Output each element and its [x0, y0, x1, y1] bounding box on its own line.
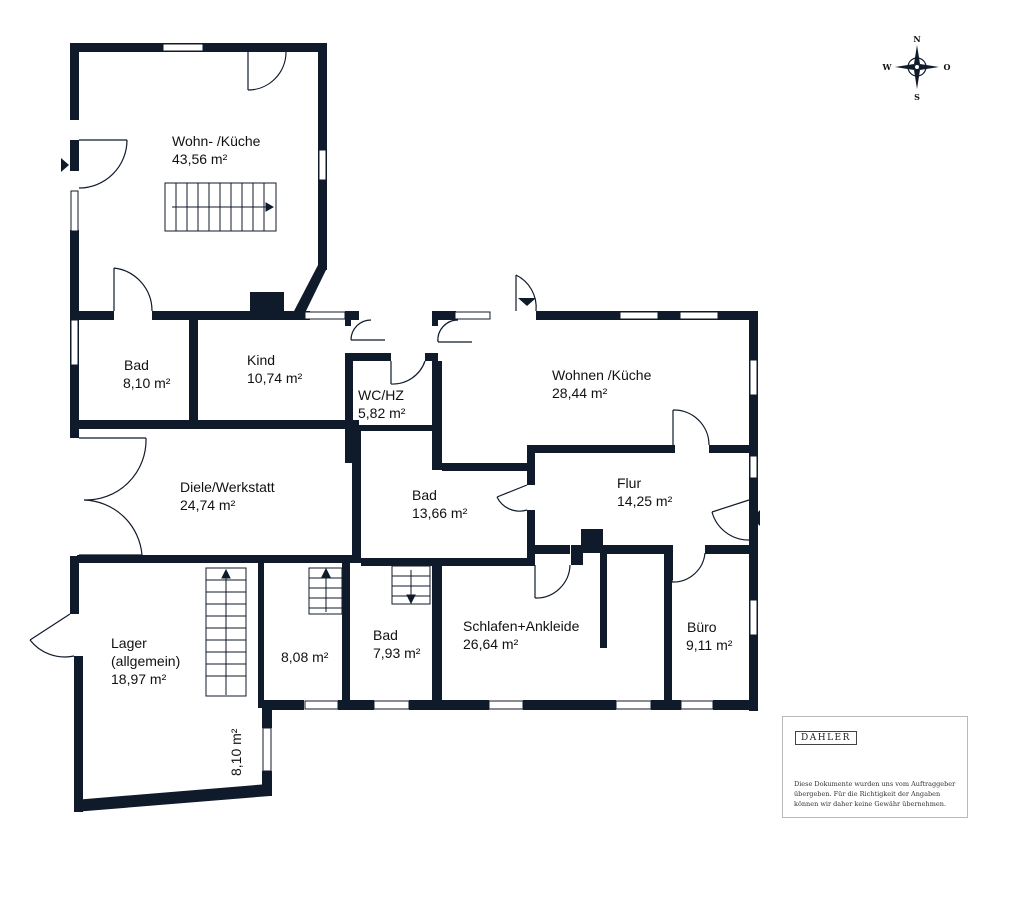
disclaimer-line: übergeben. Für die Richtigkeit der Angab…: [794, 790, 941, 798]
room-wohnen-kueche-name: Wohnen /Küche: [552, 367, 652, 383]
room-flur-name: Flur: [617, 475, 641, 491]
doors: [29, 51, 750, 658]
room-wohnen-kueche-area: 28,44 m²: [552, 385, 608, 401]
room-buero-name: Büro: [687, 619, 717, 635]
room-labels: Wohn- /Küche 43,56 m² Bad 8,10 m² Kind 1…: [111, 133, 733, 776]
compass-north: N: [913, 34, 920, 44]
disclaimer-text: Diese Dokumente wurden uns vom Auftragge…: [794, 779, 964, 809]
room-kind-name: Kind: [247, 352, 275, 368]
room-bad-1-name: Bad: [124, 357, 149, 373]
room-lager-name2: (allgemein): [111, 653, 180, 669]
room-lager-area: 18,97 m²: [111, 671, 167, 687]
stairs: [164, 182, 431, 697]
room-flur-area: 14,25 m²: [617, 493, 673, 509]
compass-west: W: [882, 62, 893, 72]
room-buero-area: 9,11 m²: [686, 637, 733, 653]
room-bad-1-area: 8,10 m²: [123, 375, 171, 391]
entrance-markers: [61, 158, 760, 526]
room-bad-2-area: 13,66 m²: [412, 505, 468, 521]
room-bad-2-name: Bad: [412, 487, 437, 503]
agency-note-box: DAHLER Diese Dokumente wurden uns vom Au…: [782, 716, 968, 818]
room-schlafen-area: 26,64 m²: [463, 636, 519, 652]
agency-logo: DAHLER: [795, 731, 857, 745]
room-lager-name: Lager: [111, 635, 147, 651]
room-kind-area: 10,74 m²: [247, 370, 303, 386]
room-wc-hz-area: 5,82 m²: [358, 405, 406, 421]
room-bad-3-name: Bad: [373, 627, 398, 643]
room-schlafen-name: Schlafen+Ankleide: [463, 618, 580, 634]
compass-south: S: [914, 92, 920, 102]
room-diele-werkstatt-area: 24,74 m²: [180, 497, 236, 513]
room-bad-3-area: 7,93 m²: [373, 645, 421, 661]
compass-east: O: [944, 62, 951, 72]
windows: [70, 43, 758, 772]
room-unnamed-1-area: 8,08 m²: [281, 649, 329, 665]
walls: [70, 43, 758, 812]
room-wohn-kueche-area: 43,56 m²: [172, 151, 228, 167]
compass-icon: N S W O: [882, 34, 951, 102]
disclaimer-line: können wir daher keine Gewähr übernehmen…: [794, 800, 946, 808]
room-wohn-kueche-name: Wohn- /Küche: [172, 133, 261, 149]
room-diele-werkstatt-name: Diele/Werkstatt: [180, 479, 275, 495]
room-wc-hz-name: WC/HZ: [358, 387, 404, 403]
disclaimer-line: Diese Dokumente wurden uns vom Auftragge…: [794, 780, 956, 788]
room-unnamed-2-area: 8,10 m²: [228, 728, 244, 776]
